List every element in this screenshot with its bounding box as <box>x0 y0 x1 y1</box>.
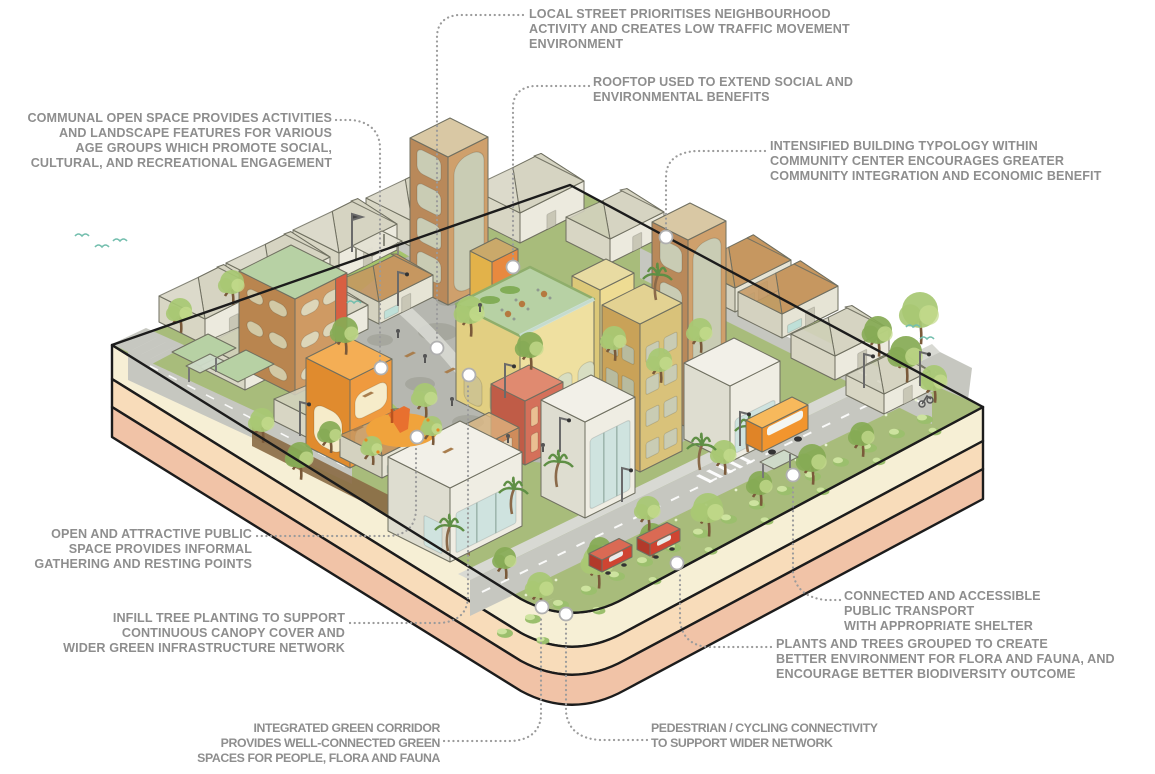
callout-rooftop: ROOFTOP USED TO EXTEND SOCIAL AND ENVIRO… <box>593 75 854 104</box>
leader-line-transport <box>791 482 842 602</box>
playground-slide <box>388 406 410 433</box>
anchor-dot-communal-space <box>373 360 389 376</box>
vegetation <box>165 262 948 645</box>
anchor-dot-plants-grouped <box>669 555 685 571</box>
callout-local-street: LOCAL STREET PRIORITISES NEIGHBOURHOOD A… <box>529 7 850 51</box>
anchor-dot-local-street <box>429 340 445 356</box>
callout-green-corridor: INTEGRATED GREEN CORRIDOR PROVIDES WELL-… <box>197 721 440 765</box>
anchor-dot-open-attractive <box>409 429 425 445</box>
leader-line-plants-grouped <box>678 570 773 649</box>
anchor-dot-rooftop <box>505 259 521 275</box>
callout-anchor-dots <box>373 229 801 622</box>
leader-line-pedestrian <box>564 621 649 742</box>
block-edge-outline <box>110 183 985 614</box>
anchor-dot-intensified <box>658 229 674 245</box>
callout-open-attractive-space: OPEN AND ATTRACTIVE PUBLIC SPACE PROVIDE… <box>34 527 252 571</box>
callout-plants-grouped: PLANTS AND TREES GROUPED TO CREATE BETTE… <box>776 637 1115 681</box>
buildings <box>158 117 931 563</box>
street-furniture-and-vehicles <box>74 212 935 575</box>
leader-line-rooftop <box>511 84 591 262</box>
leader-line-open-attractive <box>255 443 418 538</box>
leader-line-communal-space <box>334 118 382 363</box>
callout-communal-space: COMMUNAL OPEN SPACE PROVIDES ACTIVITIES … <box>27 111 332 170</box>
callout-pedestrian-cycling: PEDESTRIAN / CYCLING CONNECTIVITY TO SUP… <box>651 721 878 750</box>
callout-infill-trees: INFILL TREE PLANTING TO SUPPORT CONTINUO… <box>63 611 345 655</box>
anchor-dot-transport <box>785 467 801 483</box>
callout-public-transport: CONNECTED AND ACCESSIBLE PUBLIC TRANSPOR… <box>844 589 1041 633</box>
anchor-dot-green-corridor <box>534 599 550 615</box>
callout-intensified-typology: INTENSIFIED BUILDING TYPOLOGY WITHIN COM… <box>770 139 1102 183</box>
leader-line-green-corridor <box>442 614 543 743</box>
anchor-dot-infill-trees <box>461 367 477 383</box>
leader-line-intensified <box>664 149 767 232</box>
callout-leader-lines <box>255 13 842 743</box>
anchor-dot-pedestrian <box>558 606 574 622</box>
leader-line-local-street <box>435 13 525 343</box>
leader-line-infill-trees <box>348 382 470 625</box>
